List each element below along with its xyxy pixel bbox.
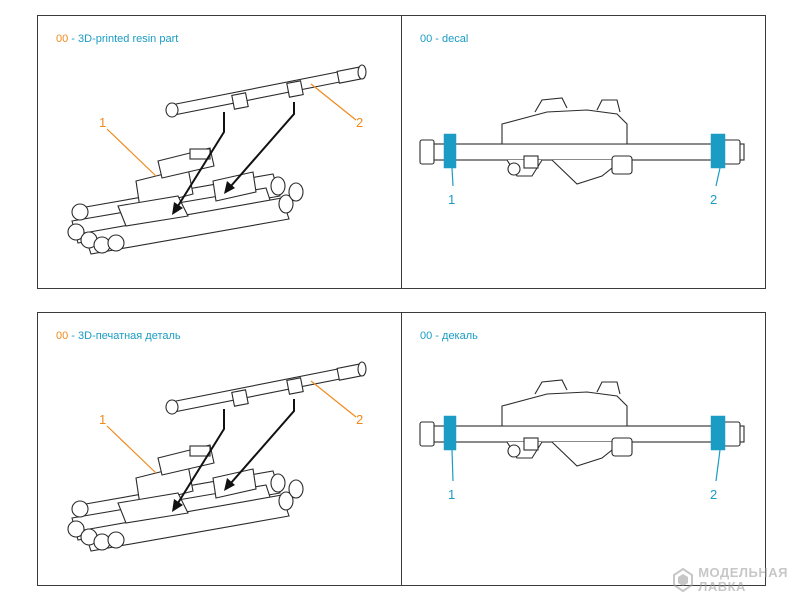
decal-band-1	[443, 133, 457, 169]
panel-resin-en: 00 - 3D-printed resin part	[37, 15, 402, 289]
shop-logo-icon	[673, 567, 694, 593]
legend-desc: - декаль	[432, 330, 478, 342]
legend-code: 00	[56, 33, 69, 45]
launcher-pod-iso-illustration	[67, 361, 367, 552]
legend-decal: 00 - decal	[420, 33, 468, 45]
callout-label-2: 2	[710, 192, 718, 207]
decal-band-1	[443, 415, 457, 451]
callout-label-2: 2	[710, 487, 718, 502]
callout-label-1: 1	[448, 487, 456, 502]
legend-resin: 00 - 3D-printed resin part	[56, 33, 178, 45]
launcher-pod-iso-illustration	[67, 64, 367, 255]
panel-resin-ru: 00 - 3D-печатная деталь	[37, 312, 402, 586]
watermark-line-2: ЛАВКА	[698, 579, 746, 594]
decal-band-2	[710, 415, 726, 451]
legend-desc: - 3D-печатная деталь	[68, 330, 181, 342]
callout-label-1: 1	[99, 412, 107, 427]
legend-decal: 00 - декаль	[420, 330, 478, 342]
panel-decal-ru: 00 - декаль 1 2	[401, 312, 766, 586]
legend-code: 00	[56, 330, 69, 342]
callout-label-2: 2	[356, 115, 364, 130]
watermark-line-1: МОДЕЛЬНАЯ	[698, 565, 788, 580]
launcher-side-view-illustration	[419, 379, 745, 482]
legend-code: 00	[420, 33, 433, 45]
legend-desc: - 3D-printed resin part	[68, 33, 179, 45]
launcher-side-view-illustration	[419, 97, 745, 187]
callout-label-1: 1	[448, 192, 456, 207]
decal-band-2	[710, 133, 726, 169]
legend-code: 00	[420, 330, 433, 342]
callout-label-2: 2	[356, 412, 364, 427]
callout-label-1: 1	[99, 115, 107, 130]
panel-decal-en: 00 - decal 1 2	[401, 15, 766, 289]
legend-resin: 00 - 3D-печатная деталь	[56, 330, 181, 342]
shop-logo-watermark: МОДЕЛЬНАЯ ЛАВКА	[672, 566, 788, 594]
legend-desc: - decal	[432, 33, 469, 45]
